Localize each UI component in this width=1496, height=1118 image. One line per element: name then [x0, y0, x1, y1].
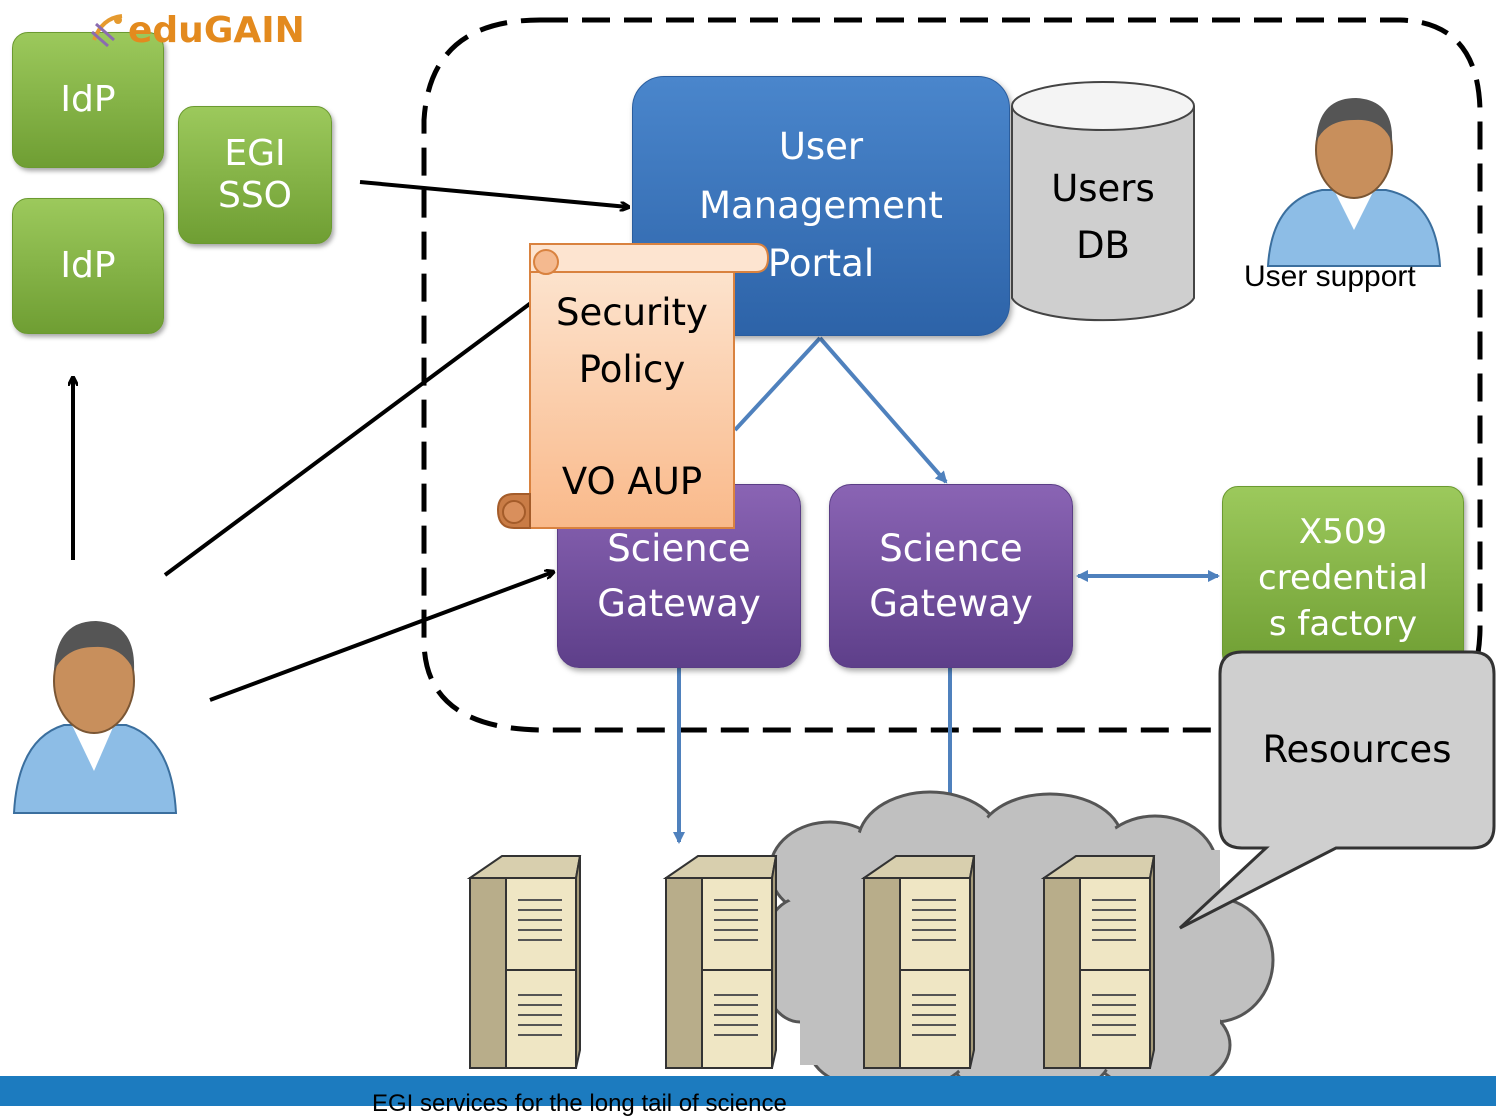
idp-box-top: IdP [12, 32, 164, 168]
arrow-portal-to-gateway-left [733, 336, 822, 432]
edugain-logo-text: eduGAIN [128, 9, 305, 51]
gateway-label: Science Gateway [597, 526, 761, 626]
server-rack-icon [1040, 855, 1156, 1069]
policy-title: Security Policy [556, 291, 708, 392]
egi-sso-box: EGI SSO [178, 106, 332, 244]
x509-credentials-factory-box: X509 credential s factory [1222, 486, 1464, 670]
arrow-portal-to-gateway-right [818, 336, 948, 484]
idp-box-bottom: IdP [12, 198, 164, 334]
users-db-cylinder [1011, 81, 1195, 322]
gateway-label: Science Gateway [869, 526, 1033, 626]
end-user-person-icon [12, 621, 178, 814]
footer-bar [0, 1076, 1496, 1106]
x509-label: X509 credential s factory [1258, 511, 1428, 645]
resources-label: Resources [1262, 728, 1452, 771]
user-support-person-icon [1266, 98, 1442, 267]
egi-sso-label: EGI SSO [217, 132, 293, 216]
policy-subtitle: VO AUP [561, 460, 703, 503]
edugain-logo: eduGAIN [88, 6, 305, 54]
server-rack-icon [662, 855, 778, 1069]
users-db-label: Users DB [1051, 167, 1155, 268]
science-gateway-left: Science Gateway [557, 484, 801, 668]
line-user-to-policy [163, 283, 557, 577]
edugain-star-icon [91, 14, 123, 48]
idp-label: IdP [60, 78, 116, 120]
science-gateway-right: Science Gateway [829, 484, 1073, 668]
footer-text: EGI services for the long tail of scienc… [372, 1090, 787, 1117]
server-rack-icon [466, 855, 582, 1069]
resources-callout-bubble [1178, 650, 1496, 930]
arrow-user-to-gateway [209, 572, 553, 702]
server-rack-icon [860, 855, 976, 1069]
trusted-zone-boundary [421, 17, 1483, 733]
security-policy-scroll [496, 243, 770, 529]
portal-label: User Management Portal [699, 125, 943, 286]
arrow-sso-to-portal [359, 180, 628, 207]
user-support-label: User support [1244, 260, 1416, 293]
idp-label: IdP [60, 244, 116, 286]
